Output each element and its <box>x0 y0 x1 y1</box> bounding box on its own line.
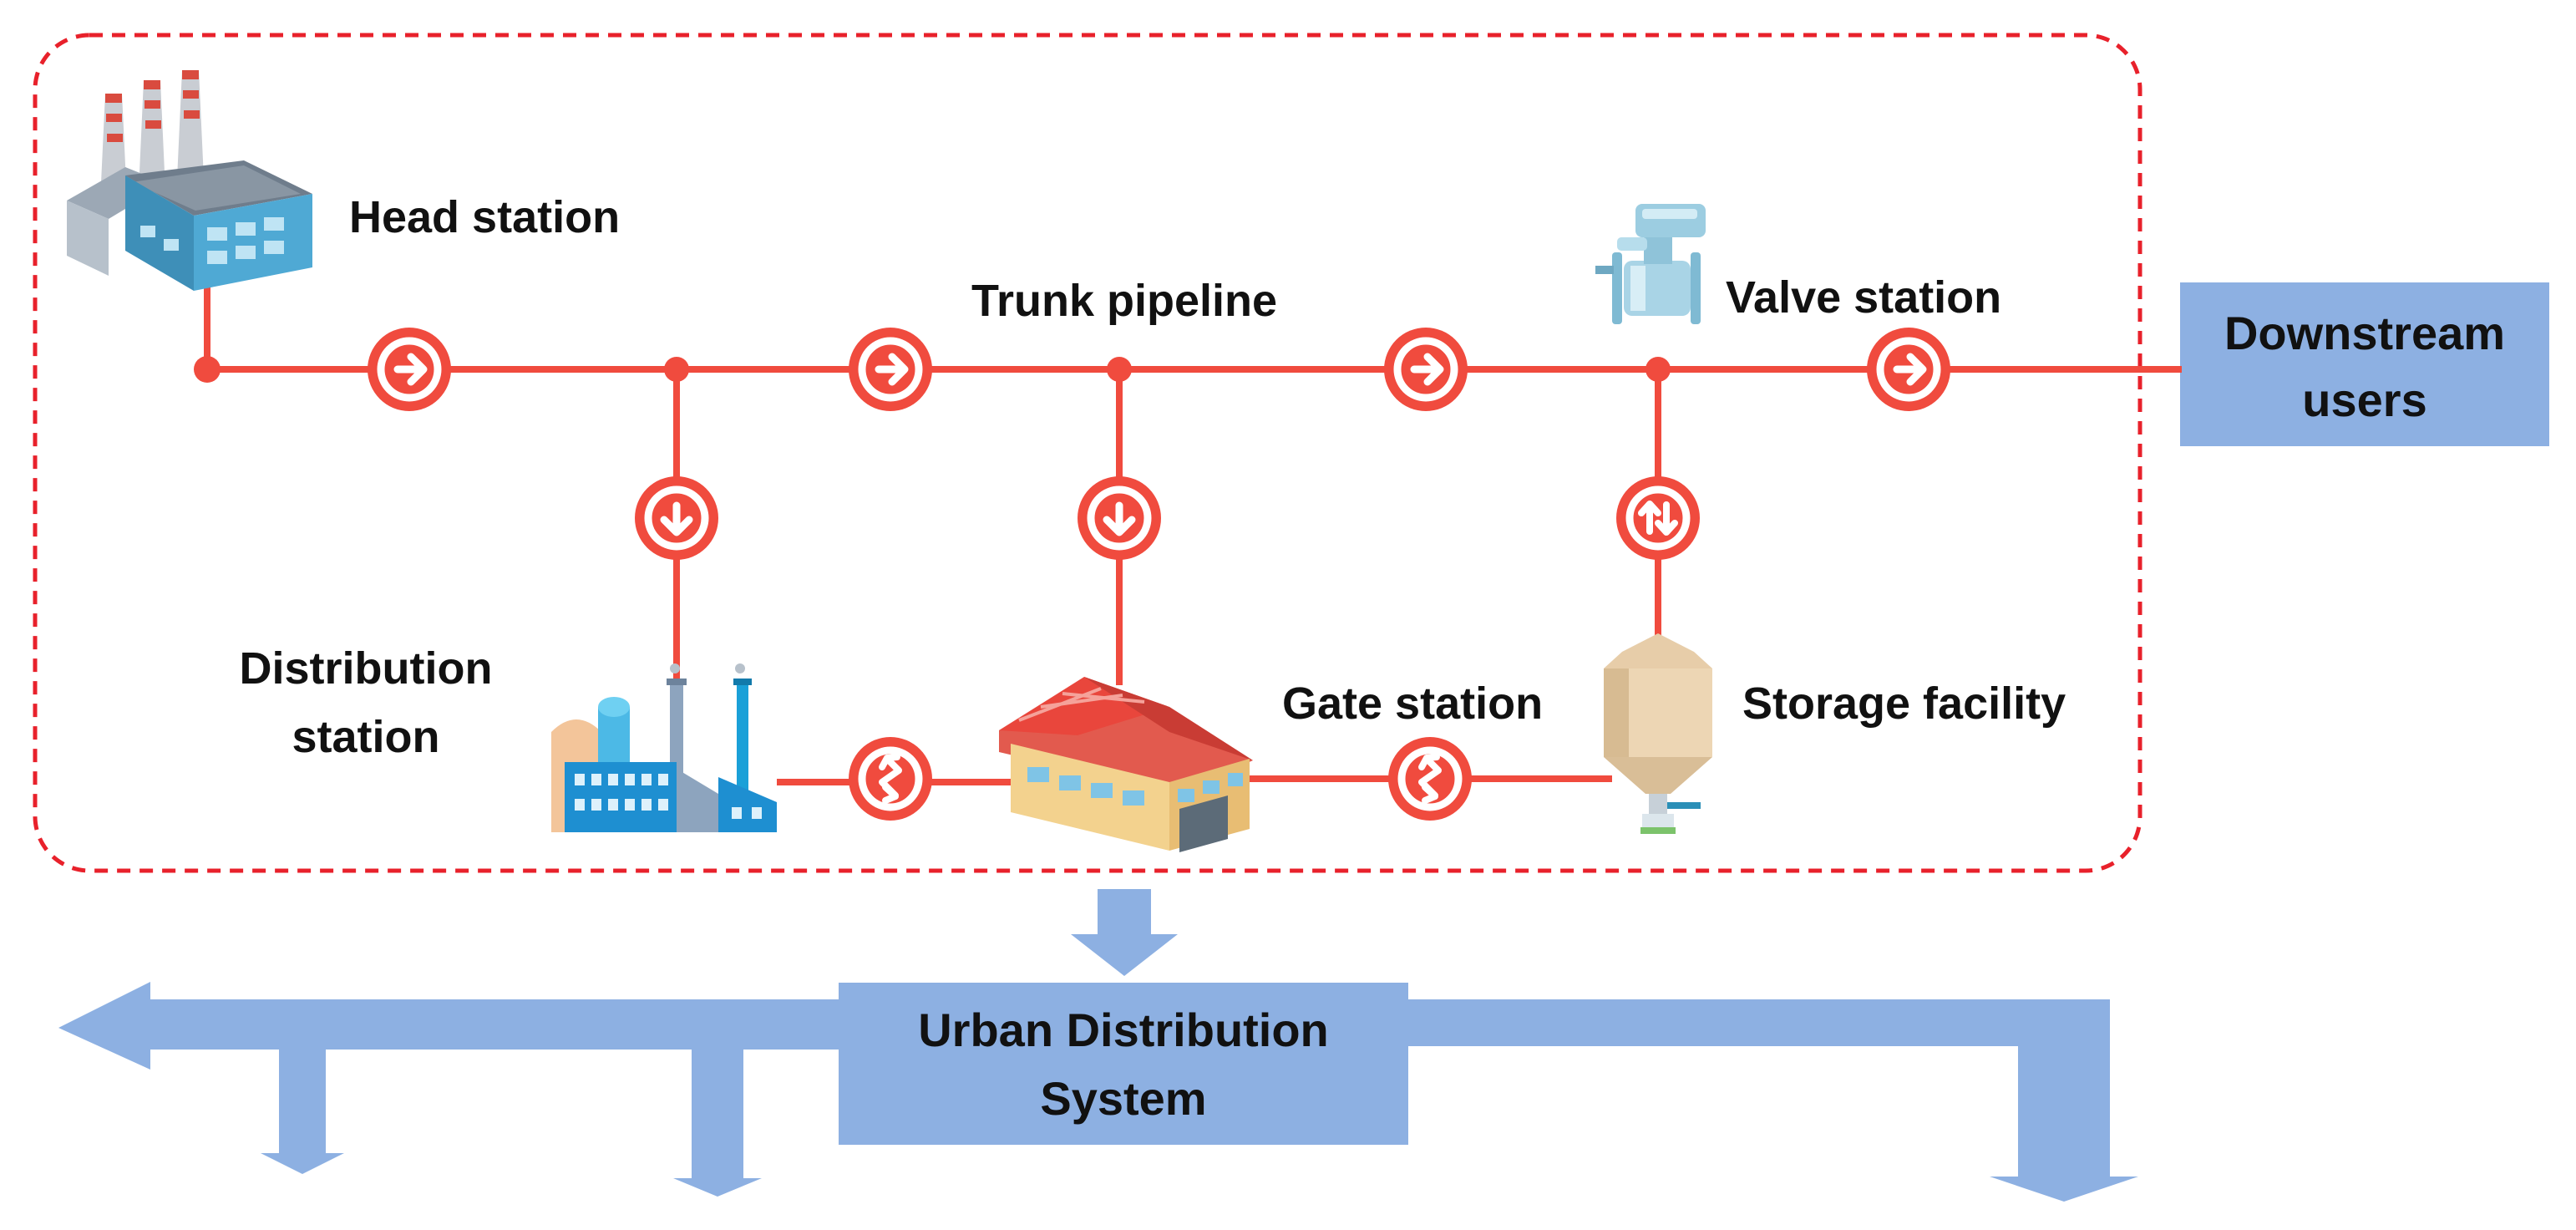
urban-system-label-1: Urban Distribution <box>918 1004 1329 1056</box>
urban-system-label-2: System <box>1040 1072 1206 1125</box>
downstream-users-label-2: users <box>2302 374 2426 426</box>
junction-storage <box>1645 357 1671 382</box>
valve-station-label: Valve station <box>1726 272 2001 323</box>
left-arrow <box>58 982 844 1070</box>
bidirectional-flow-icon <box>1616 476 1700 560</box>
junction-distribution <box>664 357 689 382</box>
flow-down-icon <box>1078 476 1161 560</box>
junction-gate <box>1107 357 1132 382</box>
gate-station-label: Gate station <box>1282 679 1543 729</box>
down-arrow-to-urban-system <box>1071 889 1178 976</box>
pressure-regulator-icon <box>1388 737 1472 821</box>
right-main-branch <box>1403 999 2110 1046</box>
storage-tank-icon <box>1604 633 1712 834</box>
flow-right-icon <box>849 328 932 411</box>
flow-right-icon <box>1384 328 1468 411</box>
junction-dots <box>194 356 1671 383</box>
warehouse-icon <box>999 677 1253 852</box>
drop-arrow-2 <box>673 1044 762 1197</box>
head-station-label: Head station <box>349 192 620 242</box>
urban-distribution-system <box>58 889 2138 1202</box>
distribution-station-label-2: station <box>292 712 439 762</box>
valve-icon <box>1595 204 1706 324</box>
downstream-users-label-1: Downstream <box>2224 307 2505 359</box>
factory-icon <box>67 70 312 291</box>
flow-right-icon <box>368 328 451 411</box>
distribution-station-label-1: Distribution <box>240 643 493 694</box>
junction-head <box>194 356 221 383</box>
drop-arrow-3 <box>1990 1044 2138 1202</box>
flow-down-icon <box>635 476 718 560</box>
urban-distribution-box <box>839 983 1408 1145</box>
pressure-regulator-icon <box>849 737 932 821</box>
storage-facility-label: Storage facility <box>1742 679 2066 729</box>
drop-arrow-1 <box>261 1044 344 1174</box>
industrial-plant-icon <box>551 663 777 832</box>
trunk-pipeline-label: Trunk pipeline <box>971 276 1277 326</box>
flow-right-icon <box>1867 328 1950 411</box>
downstream-users-box <box>2180 282 2549 446</box>
right-main-branch-drop <box>2018 999 2110 1046</box>
pipeline-system-boundary <box>33 33 2142 873</box>
